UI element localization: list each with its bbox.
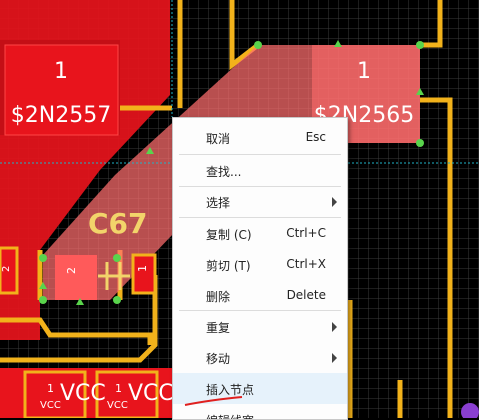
vcc-pads[interactable]: 1 VCC VCC 1 VCC VCC — [0, 368, 175, 418]
menu-item-copy[interactable]: 复制 (C) Ctrl+C — [173, 218, 347, 249]
menu-item-find[interactable]: 查找... — [173, 155, 347, 186]
menu-item-label: 复制 (C) — [206, 228, 252, 242]
vcc-pad-net-large: VCC — [128, 381, 174, 406]
vcc-pad-net-small: VCC — [107, 400, 128, 411]
menu-item-insert-node[interactable]: 插入节点 — [173, 373, 347, 404]
menu-item-select[interactable]: 选择 — [173, 186, 347, 217]
pad-2n2557-number: 1 — [54, 59, 68, 84]
small-pad-number: 2 — [1, 266, 12, 272]
via[interactable] — [461, 403, 479, 418]
menu-item-shortcut: Ctrl+X — [286, 257, 326, 271]
menu-item-repeat[interactable]: 重复 — [173, 311, 347, 342]
vcc-pad-number: 1 — [115, 382, 122, 395]
selection-handles[interactable] — [39, 40, 424, 305]
menu-separator — [179, 154, 341, 155]
submenu-arrow-icon — [332, 353, 337, 363]
vcc-pad-number: 1 — [47, 382, 54, 395]
pad-2n2557[interactable]: 1 $2N2557 — [4, 44, 119, 136]
menu-item-label: 剪切 (T) — [206, 259, 251, 273]
submenu-arrow-icon — [332, 322, 337, 332]
small-pads[interactable]: 2 2 1 — [0, 246, 157, 300]
menu-item-move[interactable]: 移动 — [173, 342, 347, 373]
svg-text:C67: C67 — [88, 207, 148, 240]
menu-item-shortcut: Esc — [305, 130, 326, 144]
menu-item-cut[interactable]: 剪切 (T) Ctrl+X — [173, 249, 347, 280]
pad-2n2565-number: 1 — [357, 59, 371, 84]
menu-item-delete[interactable]: 删除 Delete — [173, 280, 347, 311]
menu-item-label: 移动 — [206, 352, 231, 366]
submenu-arrow-icon — [332, 197, 337, 207]
red-underline-annotation — [184, 396, 243, 406]
context-menu: 取消 Esc 查找... 选择 复制 (C) Ctrl+C 剪切 (T) Ctr… — [172, 117, 348, 420]
menu-item-label: 查找... — [206, 165, 242, 179]
menu-separator — [179, 186, 341, 187]
small-pad-number: 1 — [136, 265, 149, 272]
menu-item-label: 选择 — [206, 196, 231, 210]
designator-c67: C67 — [88, 207, 148, 290]
menu-item-label: 取消 — [206, 132, 231, 146]
small-pad-number: 2 — [65, 267, 78, 274]
menu-item-edit-width[interactable]: 编辑线宽 — [173, 404, 347, 419]
menu-separator — [179, 217, 341, 218]
menu-item-label: 删除 — [206, 290, 231, 304]
menu-separator — [179, 310, 341, 311]
pad-2n2557-net: $2N2557 — [11, 103, 111, 128]
menu-item-cancel[interactable]: 取消 Esc — [173, 122, 347, 153]
vcc-pad-net-large: VCC — [60, 381, 106, 406]
menu-item-shortcut: Delete — [286, 288, 326, 302]
menu-item-label: 插入节点 — [206, 383, 255, 397]
guide-lines — [0, 0, 479, 164]
menu-item-label: 编辑线宽 — [206, 412, 254, 419]
menu-item-shortcut: Ctrl+C — [286, 226, 326, 240]
menu-item-label: 重复 — [206, 321, 231, 335]
vcc-pad-net-small: VCC — [40, 400, 61, 411]
